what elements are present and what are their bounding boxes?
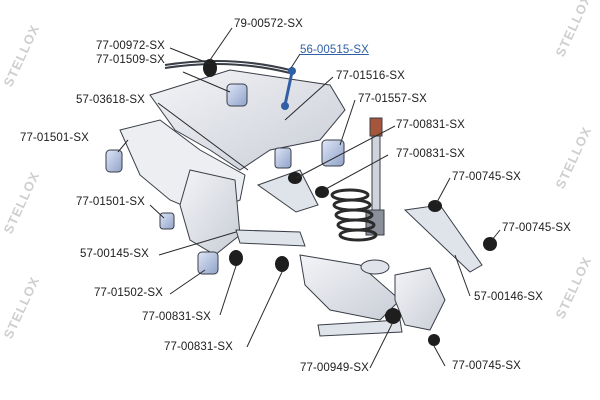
leader-lines [117,27,501,369]
part-label: 57-00145-SX [80,248,149,260]
stabilizer-link [281,67,296,110]
part-label: 77-00972-SX [96,40,165,52]
part-label: 77-00831-SX [396,119,465,131]
stabilizer-bar [164,60,291,74]
part-label: 77-01516-SX [336,70,405,82]
part-label: 77-01502-SX [94,287,163,299]
part-label: 77-00831-SX [396,148,465,160]
part-label: 77-01501-SX [20,132,89,144]
part-label: 77-00745-SX [452,171,521,183]
control-arms [235,169,483,337]
part-label: 77-01509-SX [96,54,165,66]
part-label: 77-01501-SX [76,196,145,208]
dark-bushings [203,59,497,346]
part-label: 77-00831-SX [164,341,233,353]
part-label: 77-00831-SX [142,311,211,323]
coil-spring [330,188,378,242]
part-label-highlight: 56-00515-SX [300,44,369,56]
part-label: 77-00745-SX [452,360,521,372]
part-label: 79-00572-SX [234,18,303,30]
part-label: 77-01557-SX [358,93,427,105]
part-label: 57-03618-SX [76,94,145,106]
part-label: 77-00745-SX [502,222,571,234]
part-label: 77-00949-SX [300,362,369,374]
part-label: 57-00146-SX [474,291,543,303]
spring-seat [360,259,390,275]
rubber-bushings [105,83,345,275]
subframe [119,69,446,331]
